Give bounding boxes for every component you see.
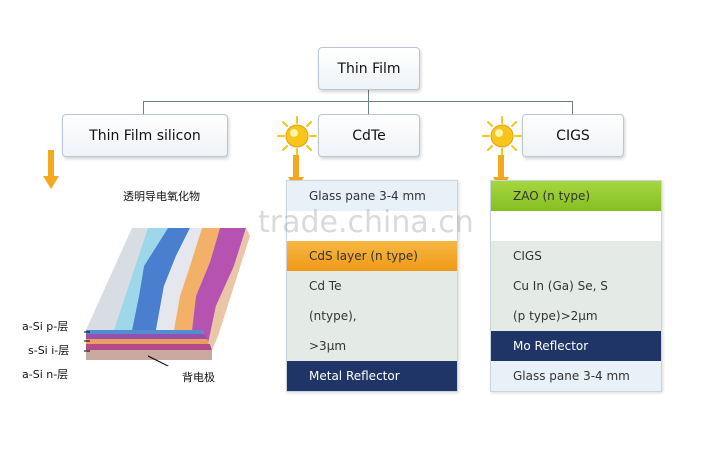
cdte-layer: (ntype),	[287, 301, 457, 331]
cdte-layer: Metal Reflector	[287, 361, 457, 391]
connector-root-down	[368, 88, 369, 102]
watermark: trade.china.cn	[258, 205, 474, 240]
down-arrow-icon	[43, 150, 59, 189]
connector-cigs	[572, 101, 573, 115]
branch-thin-film-silicon: Thin Film silicon	[62, 114, 228, 157]
connector-horizontal	[143, 101, 573, 102]
root-node: Thin Film	[318, 47, 420, 90]
cdte-layer: >3μm	[287, 331, 457, 361]
cdte-layer: Cd Te	[287, 271, 457, 301]
layer-label-n: a-Si n-层	[22, 368, 69, 381]
cdte-layer: Glass pane 3-4 mm	[287, 181, 457, 211]
branch-cdte: CdTe	[318, 114, 420, 157]
tco-label: 透明导电氧化物	[123, 190, 200, 203]
back-electrode-label: 背电极	[182, 371, 215, 384]
branch-cigs: CIGS	[522, 114, 624, 157]
cigs-layer: Cu In (Ga) Se, S	[491, 271, 661, 301]
cigs-layer-stack: ZAO (n type) CIGS Cu In (Ga) Se, S (p ty…	[490, 180, 662, 392]
sun-icon	[482, 116, 522, 156]
cdte-layer-stack: Glass pane 3-4 mm CdS layer (n type) Cd …	[286, 180, 458, 392]
connector-silicon	[143, 101, 144, 115]
connector-cdte	[368, 101, 369, 115]
layer-label-p: a-Si p-层	[22, 320, 69, 333]
cigs-layer: Glass pane 3-4 mm	[491, 361, 661, 391]
layer-label-i: s-Si i-层	[28, 344, 70, 357]
sun-icon	[277, 116, 317, 156]
cigs-layer: (p type)>2μm	[491, 301, 661, 331]
cigs-layer: CIGS	[491, 241, 661, 271]
cigs-layer: Mo Reflector	[491, 331, 661, 361]
thin-film-silicon-illustration	[84, 228, 250, 366]
cdte-layer: CdS layer (n type)	[287, 241, 457, 271]
cigs-layer: ZAO (n type)	[491, 181, 661, 211]
cdte-layer	[287, 211, 457, 241]
cigs-layer	[491, 211, 661, 241]
